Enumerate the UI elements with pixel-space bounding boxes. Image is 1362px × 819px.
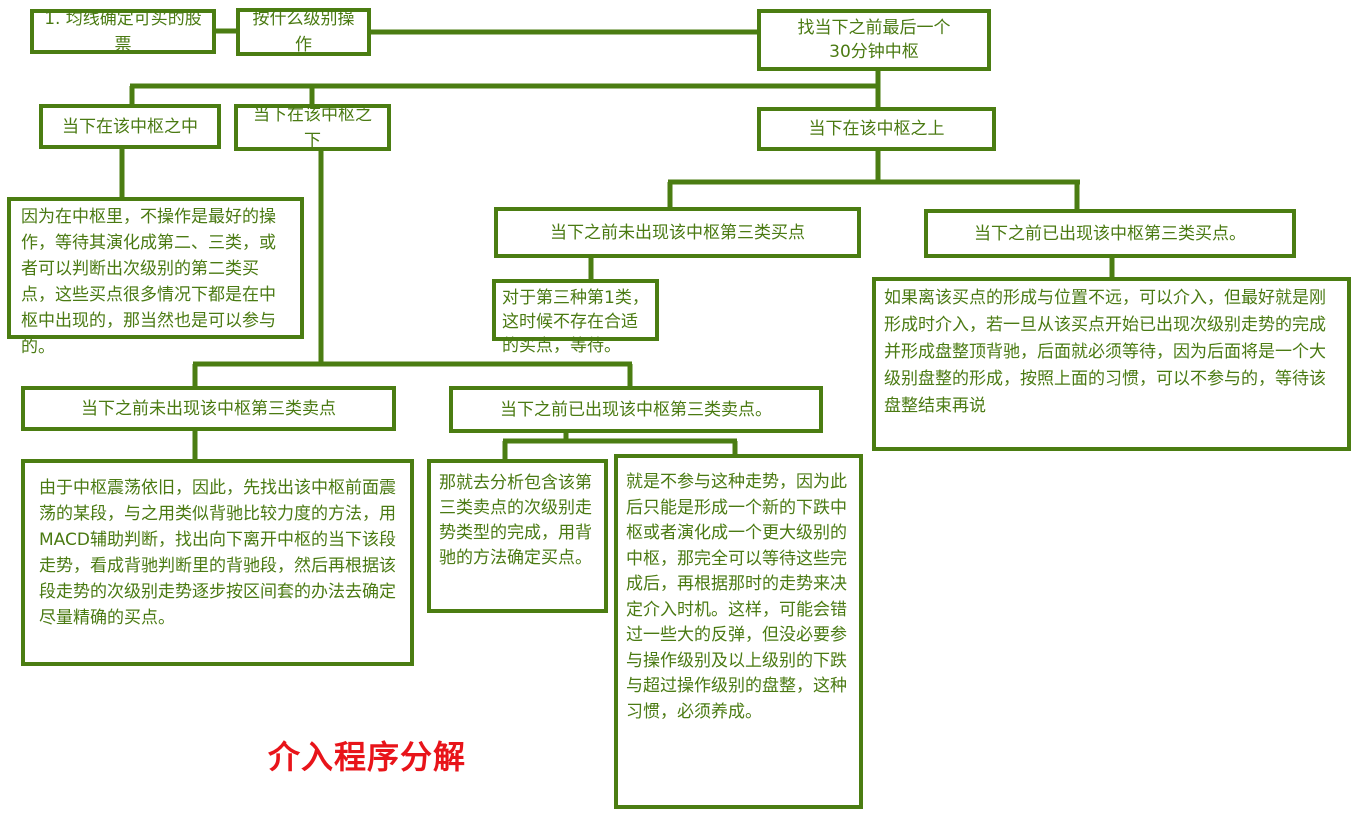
- node-above-has-buy3-note: 如果离该买点的形成与位置不远，可以介入，但最好就是刚形成时介入，若一旦从该买点开…: [872, 277, 1351, 451]
- node-find-center: 找当下之前最后一个 30分钟中枢: [757, 9, 991, 71]
- node-below-no-sell3: 当下之前未出现该中枢第三类卖点: [21, 386, 396, 431]
- node-level: 按什么级别操作: [236, 8, 371, 56]
- node-below-has-sell3-note-b: 就是不参与这种走势，因为此后只能是形成一个新的下跌中枢或者演化成一个更大级别的中…: [614, 454, 863, 809]
- node-step1: 1. 均线确定可买的股票: [30, 9, 216, 55]
- node-above-center: 当下在该中枢之上: [757, 107, 996, 151]
- node-above-no-buy3: 当下之前未出现该中枢第三类买点: [494, 207, 861, 258]
- node-above-no-buy3-note: 对于第三种第1类，这时候不存在合适的买点，等待。: [492, 279, 659, 356]
- node-above-has-buy3: 当下之前已出现该中枢第三类买点。: [924, 209, 1296, 258]
- node-below-center: 当下在该中枢之下: [234, 104, 391, 151]
- node-below-has-sell3: 当下之前已出现该中枢第三类卖点。: [449, 386, 823, 433]
- node-in-center-note: 因为在中枢里，不操作是最好的操作，等待其演化成第二、三类，或者可以判断出次级别的…: [7, 197, 304, 357]
- diagram-title: 介入程序分解: [268, 738, 467, 776]
- node-below-has-sell3-note-a: 那就去分析包含该第三类卖点的次级别走势类型的完成，用背驰的方法确定买点。: [427, 459, 608, 613]
- node-below-no-sell3-note: 由于中枢震荡依旧，因此，先找出该中枢前面震荡的某段，与之用类似背驰比较力度的方法…: [21, 459, 414, 666]
- node-in-center: 当下在该中枢之中: [39, 104, 221, 149]
